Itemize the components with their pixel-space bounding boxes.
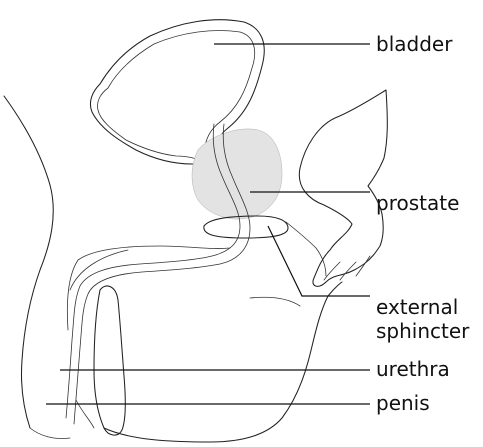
external-sphincter xyxy=(204,216,288,238)
label-bladder: bladder xyxy=(376,32,453,56)
pubic-bone-outline xyxy=(286,90,387,286)
label-prostate: prostate xyxy=(376,191,459,215)
penis-outline xyxy=(30,282,342,442)
leader-line-external-sphincter xyxy=(268,226,370,296)
label-urethra: urethra xyxy=(376,357,450,381)
labels: bladder prostate external sphincter uret… xyxy=(376,32,470,415)
body-outline xyxy=(4,96,230,428)
label-external-sphincter-line1: external xyxy=(376,295,458,319)
label-penis: penis xyxy=(376,391,430,415)
label-external-sphincter-line2: sphincter xyxy=(376,319,470,343)
